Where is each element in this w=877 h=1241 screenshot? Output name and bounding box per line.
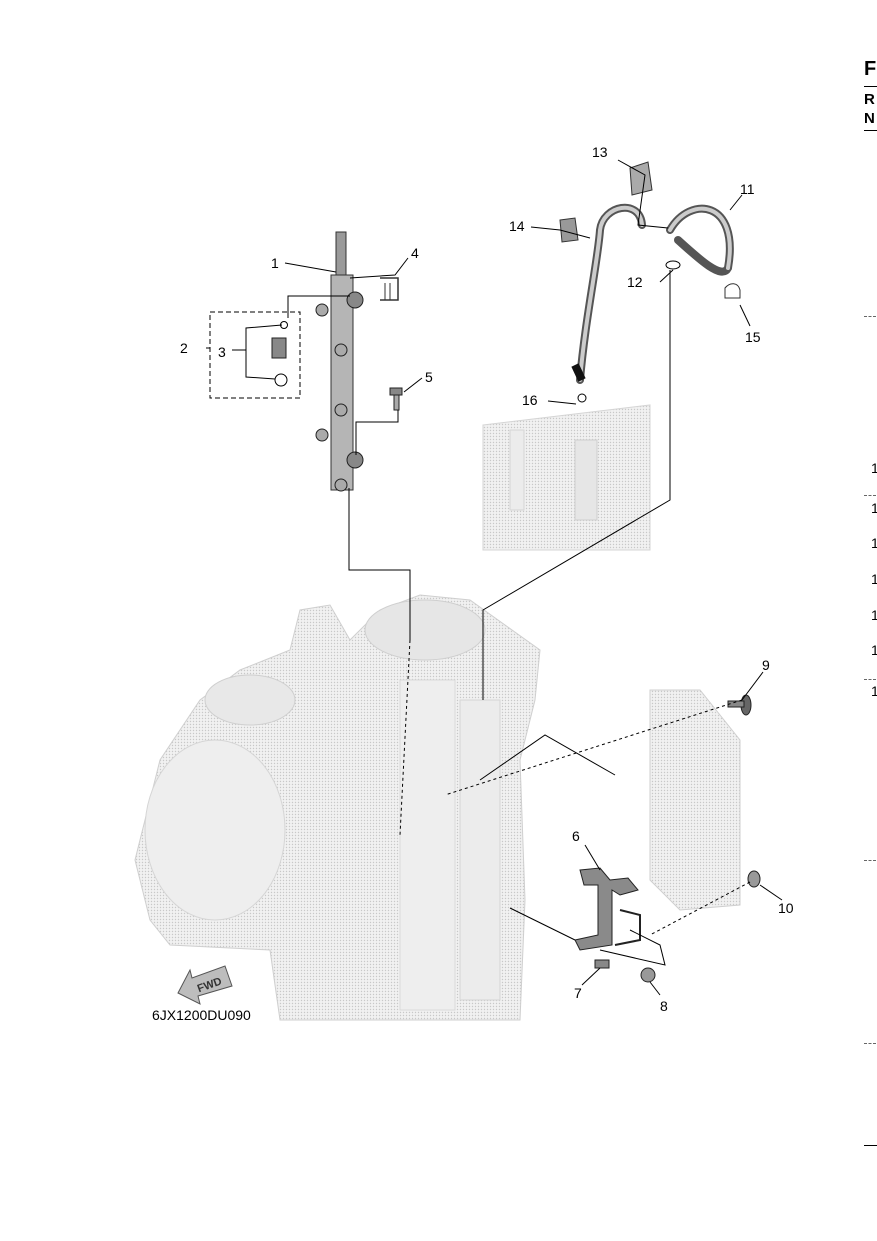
- edge-row-number: 1: [871, 500, 877, 516]
- bracket-part-6: [574, 867, 641, 951]
- edge-header-letter-1: F: [864, 58, 877, 80]
- washer-part-10: [747, 870, 761, 888]
- callout-14: 14: [509, 218, 525, 234]
- callout-2: 2: [180, 340, 188, 356]
- edge-header-letter-3: N: [864, 110, 875, 127]
- callout-13: 13: [592, 144, 608, 160]
- bolt-part-9: [727, 694, 752, 716]
- edge-divider: [864, 1043, 876, 1044]
- fuel-rail-part: [315, 231, 364, 492]
- callout-1: 1: [271, 255, 279, 271]
- bolt-part-7: [594, 959, 610, 969]
- bolt-part-5: [389, 387, 403, 411]
- callout-4: 4: [411, 245, 419, 261]
- coil-unit-illustration: [649, 689, 741, 911]
- fuel-hose-part: [571, 203, 734, 384]
- edge-rule-1: [864, 86, 877, 87]
- edge-row-number: 1: [871, 535, 877, 551]
- edge-divider: [864, 316, 876, 317]
- nut-part-8: [640, 967, 656, 983]
- diagram-code: 6JX1200DU090: [152, 1007, 251, 1023]
- callout-8: 8: [660, 998, 668, 1014]
- clip-part-4: [380, 277, 399, 301]
- edge-divider: [864, 860, 876, 861]
- engine-block-illustration: [134, 594, 541, 1021]
- callout-12: 12: [627, 274, 643, 290]
- edge-rule-2: [864, 130, 877, 131]
- callout-10: 10: [778, 900, 794, 916]
- callout-15: 15: [745, 329, 761, 345]
- edge-header-letter-2: R: [864, 91, 875, 108]
- callout-9: 9: [762, 657, 770, 673]
- edge-divider: [864, 679, 876, 680]
- callout-11: 11: [740, 181, 755, 197]
- leader-lines: [206, 159, 783, 996]
- edge-divider: [864, 495, 876, 496]
- edge-row-number: 1: [871, 683, 877, 699]
- edge-row-number: 1: [871, 642, 877, 658]
- cylinder-head-illustration: [482, 404, 651, 551]
- hose-clips: [559, 161, 741, 403]
- edge-rule-3: [864, 1145, 877, 1146]
- edge-row-number: 1: [871, 460, 877, 476]
- edge-row-number: 1: [871, 607, 877, 623]
- fwd-arrow-icon: FWD: [177, 965, 233, 1005]
- edge-row-number: 1: [871, 571, 877, 587]
- callout-6: 6: [572, 828, 580, 844]
- callout-7: 7: [574, 985, 582, 1001]
- callout-3: 3: [218, 344, 226, 360]
- callout-5: 5: [425, 369, 433, 385]
- callout-16: 16: [522, 392, 538, 408]
